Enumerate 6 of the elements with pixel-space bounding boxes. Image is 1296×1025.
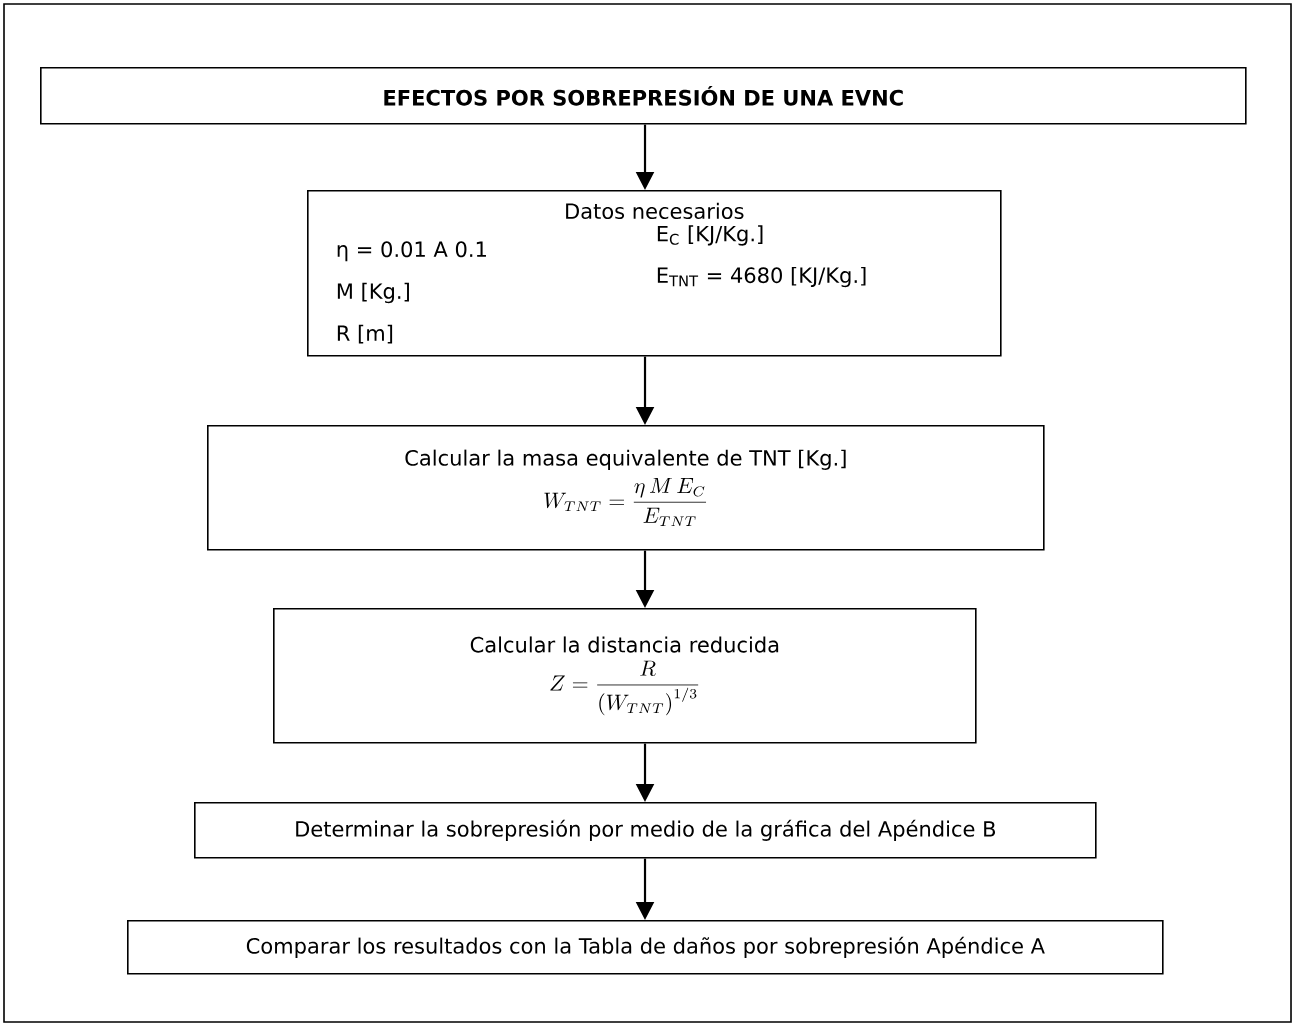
data-box: Datos necesarios η = 0.01 A 0.1 E$_{C}$ [KJ/Kg.] M [Kg.] E$_{TNT}$ = 4680 [KJ/Kg.] R [m] [307,190,1002,357]
process-box: Comparar los resultados con la Tabla de daños por sobrepresión Apéndice A [127,920,1164,975]
process-box: Calcular la distancia reducida $Z = \frac{R}{\left(W_{TNT}\right)^{1/3}}$ [273,608,977,744]
process-box: Calcular la masa equivalente de TNT [Kg.] $W_{TNT} = \frac{\eta\, M\, E_C}{E_{TNT}}$ [207,425,1045,551]
title-box: EFECTOS POR SOBREPRESIÓN DE UNA EVNC [40,67,1247,125]
process-box: Determinar la sobrepresión por medio de la gráfica del Apéndice B [194,802,1097,859]
